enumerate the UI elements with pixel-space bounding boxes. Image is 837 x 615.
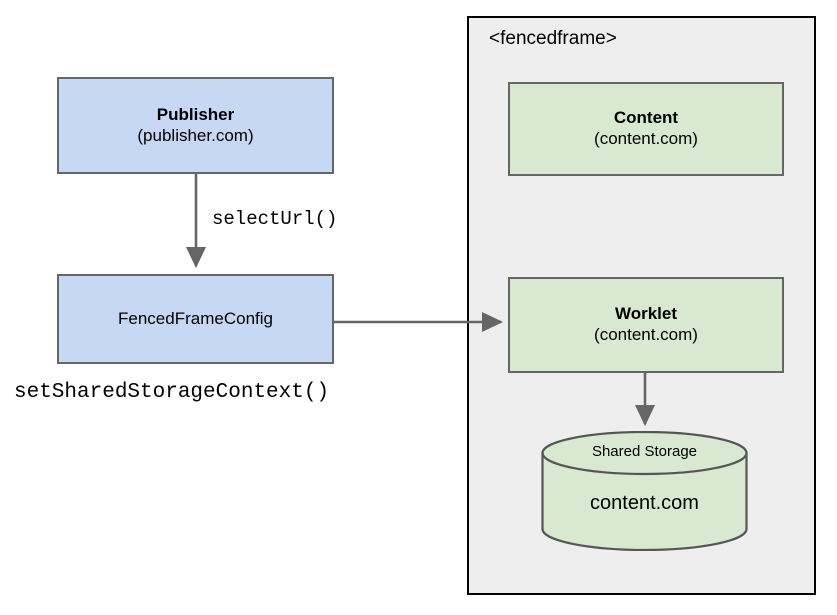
publisher-subtitle: (publisher.com) [137, 125, 254, 145]
shared-storage-top-label: Shared Storage [591, 443, 698, 460]
shared-storage-cylinder[interactable]: Shared Storage content.com [541, 431, 748, 551]
set-shared-storage-context-label: setSharedStorageContext() [14, 381, 330, 404]
fenced-frame-config-label: FencedFrameConfig [118, 308, 273, 328]
content-node[interactable]: Content (content.com) [508, 82, 784, 176]
fencedframe-label: <fencedframe> [489, 28, 617, 49]
cylinder-shape-icon [541, 431, 748, 551]
content-subtitle: (content.com) [594, 129, 698, 148]
content-title: Content [613, 108, 679, 128]
shared-storage-body-label: content.com [590, 492, 699, 514]
fenced-frame-config-node[interactable]: FencedFrameConfig [57, 274, 334, 364]
publisher-node[interactable]: Publisher (publisher.com) [57, 77, 334, 174]
publisher-title: Publisher [156, 104, 235, 124]
worklet-node[interactable]: Worklet (content.com) [508, 277, 784, 373]
worklet-subtitle: (content.com) [594, 325, 698, 344]
worklet-title: Worklet [614, 304, 678, 324]
select-url-label: selectUrl() [212, 208, 338, 230]
